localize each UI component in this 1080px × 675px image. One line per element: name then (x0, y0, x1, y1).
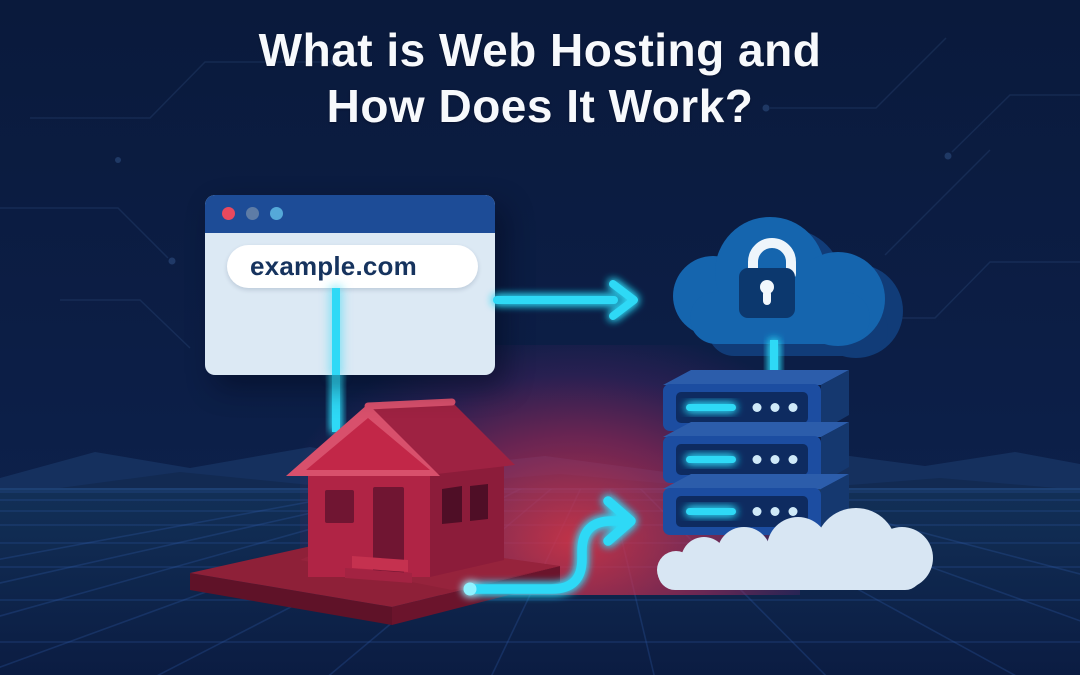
status-dot (770, 507, 780, 516)
server-unit (663, 370, 849, 431)
maximize-dot-icon (270, 207, 283, 220)
connector-cloud-to-server (770, 340, 778, 378)
browser-window-icon: example.com (205, 195, 495, 375)
server-activity-bar (686, 404, 736, 411)
status-dot (770, 455, 780, 464)
curved-arrow-icon (463, 496, 636, 596)
status-dot (752, 403, 762, 412)
close-dot-icon (222, 207, 235, 220)
status-dot (788, 455, 798, 464)
status-dot (770, 403, 780, 412)
padlock-icon (739, 238, 796, 318)
server-unit (663, 422, 849, 483)
server-activity-bar (686, 456, 736, 463)
connector-line (332, 288, 340, 375)
arrow-right-icon (493, 280, 638, 320)
status-dot (788, 507, 798, 516)
status-dot (752, 507, 762, 516)
status-dot (788, 403, 798, 412)
page-title: What is Web Hosting and How Does It Work… (0, 22, 1080, 134)
address-bar: example.com (227, 245, 478, 288)
title-line-1: What is Web Hosting and (258, 24, 822, 76)
minimize-dot-icon (246, 207, 259, 220)
browser-titlebar (205, 195, 495, 233)
title-line-2: How Does It Work? (326, 80, 754, 133)
status-dot (752, 455, 762, 464)
url-text: example.com (250, 251, 417, 281)
server-activity-bar (686, 508, 736, 515)
